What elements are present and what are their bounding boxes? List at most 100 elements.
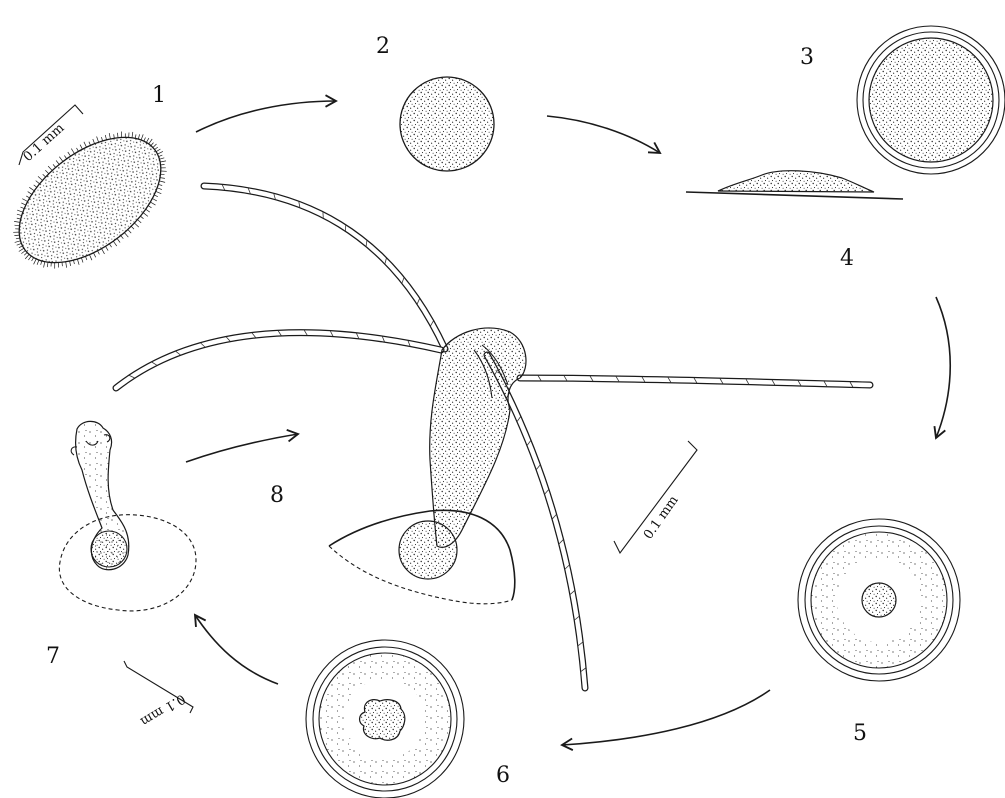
cilium [37, 260, 39, 265]
stage-1-ciliated-cell [0, 112, 184, 287]
cilium [34, 185, 37, 187]
cilium [158, 151, 163, 154]
cilium [28, 192, 32, 195]
cilium [66, 262, 67, 268]
cilium [53, 164, 56, 167]
cilium [29, 187, 34, 191]
cilium [156, 191, 162, 193]
scale-bar-2-label: 0.1 mm [641, 493, 682, 542]
stage-label-2: 2 [376, 34, 390, 59]
cilium [117, 239, 120, 243]
arm-right [520, 376, 870, 388]
arm-left [116, 330, 441, 388]
cilium [89, 142, 91, 146]
cilium [84, 142, 87, 147]
cilium [38, 176, 43, 180]
cilium [14, 235, 19, 236]
cilium [17, 214, 22, 215]
cilium [124, 233, 128, 238]
cilium [159, 155, 163, 157]
scale-bar-3: 0.1 mm [124, 661, 193, 729]
cilium [15, 225, 20, 226]
arrow-2-to-3 [547, 116, 660, 153]
cilium [94, 253, 96, 257]
cilium [14, 221, 20, 222]
cilium [156, 149, 160, 152]
stage-3-cyst [857, 26, 1005, 174]
stage-label-7: 7 [46, 644, 60, 669]
cilium [26, 196, 29, 198]
cilium [17, 218, 21, 219]
cilium [56, 161, 59, 165]
stage-8-mature-organism [116, 185, 870, 688]
cilium [155, 147, 158, 149]
cilium [90, 255, 92, 261]
cilium [146, 138, 149, 142]
cilium [159, 181, 165, 183]
cilium [21, 207, 25, 209]
cilium [21, 203, 26, 205]
stage-label-1: 1 [152, 83, 166, 108]
cilium [43, 174, 46, 177]
cilium [19, 248, 24, 251]
cilium [102, 249, 105, 254]
cilium [138, 220, 142, 223]
cilium [128, 230, 131, 234]
arrow-4-to-5 [936, 297, 950, 438]
cilium [32, 258, 34, 261]
cilium [150, 202, 155, 205]
cilium [153, 144, 157, 148]
cilium [71, 149, 74, 154]
cilium [109, 244, 111, 247]
cilium [77, 259, 79, 265]
cilium [118, 133, 119, 138]
stage-7-young-stalked-cell [59, 421, 196, 611]
stage-2-round-cell [400, 77, 494, 171]
stage-label-6: 6 [496, 763, 510, 788]
cilium [24, 253, 27, 256]
cilium [81, 258, 83, 263]
cilium [151, 143, 154, 146]
cilium [113, 241, 117, 246]
cilium [160, 178, 165, 179]
cilium [19, 246, 23, 248]
cilium [97, 137, 99, 143]
cilium [74, 260, 75, 264]
cilium [70, 261, 71, 266]
stage-label-8: 8 [270, 483, 284, 508]
cilium [17, 210, 23, 212]
cilium [80, 145, 82, 150]
cilium [36, 181, 40, 184]
arrow-6-to-7 [195, 615, 278, 684]
cilium [148, 206, 151, 208]
cilium [48, 166, 52, 170]
cilium [141, 134, 143, 140]
cilium [152, 199, 156, 201]
scale-bar-3-label: 0.1 mm [138, 691, 188, 729]
cilium [106, 246, 109, 250]
stage-5-cyst [798, 519, 960, 681]
cilium [132, 132, 133, 138]
cilium [77, 148, 79, 151]
arrow-7-to-8 [186, 434, 298, 462]
cilium [101, 137, 102, 141]
cilium [59, 157, 63, 162]
cilium [17, 243, 22, 245]
cilium [98, 251, 100, 255]
stage-label-5: 5 [853, 721, 867, 746]
cilium [154, 195, 158, 197]
cilium [34, 259, 37, 264]
cilium [47, 262, 48, 267]
cilium [131, 226, 134, 229]
cilium [15, 241, 21, 243]
cilium [134, 223, 138, 227]
cilium [93, 139, 95, 144]
arm-upper-left [204, 185, 445, 349]
stage-label-4: 4 [840, 246, 854, 271]
cilium [140, 216, 143, 219]
cilium [109, 133, 110, 139]
cilium [45, 170, 49, 174]
cilium [157, 188, 162, 190]
cilium [44, 262, 45, 268]
